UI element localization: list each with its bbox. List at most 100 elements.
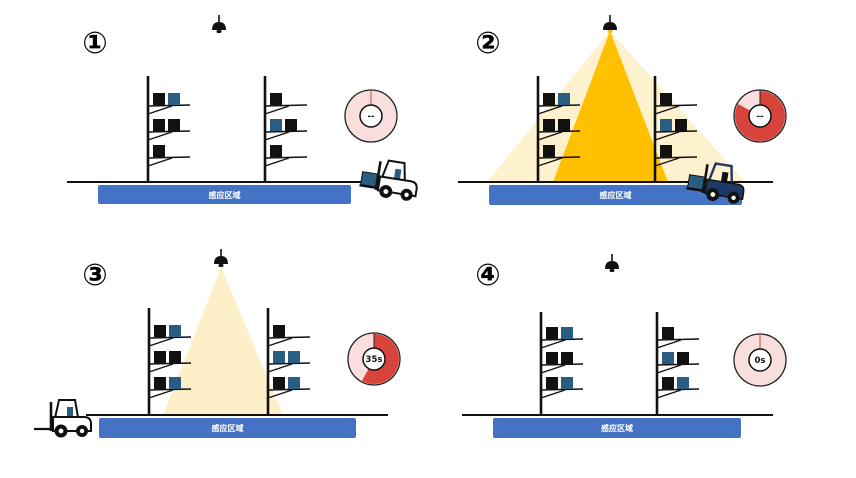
rack-shelf: [264, 104, 308, 107]
cargo-box-icon: [675, 119, 687, 131]
rack-shelf: [148, 388, 192, 391]
lamp-bulb: [609, 269, 615, 272]
rack-shelf: [267, 388, 311, 391]
rack-brace: [264, 105, 290, 115]
cargo-box-icon: [543, 93, 555, 105]
rack-shelf: [148, 336, 192, 339]
ceiling-lamp-icon: [605, 254, 619, 272]
rack-brace: [148, 389, 174, 399]
rack-shelf: [267, 362, 311, 365]
forklift-fork: [359, 184, 377, 190]
forklift-icon: [34, 399, 92, 438]
forklift-mast: [701, 164, 709, 194]
countdown-timer-icon: 35s: [347, 332, 401, 386]
rack-shelf: [537, 156, 581, 159]
cargo-box-icon: [660, 93, 672, 105]
timer-center: [748, 348, 772, 372]
timer-value: --: [367, 112, 375, 122]
sensing-zone-label: 感应区域: [600, 190, 632, 200]
forklift-hub: [58, 428, 64, 434]
rack-shelf: [264, 156, 308, 159]
rack-layer: [146, 76, 308, 182]
rack-shelf: [540, 338, 584, 341]
panel-2: ② 感应区域 --: [458, 15, 787, 205]
rack-brace: [147, 131, 173, 141]
cargo-box-icon: [169, 325, 181, 337]
lamp-bulb: [218, 264, 224, 267]
shelf-rack: [655, 312, 700, 415]
rack-shelf: [537, 104, 581, 107]
shelf-rack: [539, 312, 584, 415]
forklift-fork: [686, 187, 704, 193]
rack-brace: [654, 157, 680, 167]
cargo-box-icon: [546, 352, 558, 364]
forklift-cage: [381, 159, 406, 181]
rack-brace: [147, 157, 173, 167]
rack-brace: [656, 389, 682, 399]
step-number: ④: [475, 258, 500, 293]
rack-brace: [537, 157, 563, 167]
lamp-shade: [603, 22, 617, 30]
sensing-zone-bar: [489, 185, 742, 205]
cargo-box-icon: [687, 174, 706, 191]
sensing-zone-label: 感应区域: [212, 423, 244, 433]
rack-shelf: [540, 388, 584, 391]
cargo-box-icon: [285, 119, 297, 131]
rack-brace: [654, 105, 680, 115]
light-beam-bright: [553, 31, 668, 182]
sensing-zone-label: 感应区域: [209, 190, 241, 200]
cargo-box-icon: [270, 93, 282, 105]
rack-brace: [267, 363, 293, 373]
forklift-cage: [707, 162, 734, 184]
countdown-timer-icon: --: [733, 89, 787, 143]
cargo-box-icon: [153, 119, 165, 131]
rack-brace: [267, 337, 293, 347]
shelf-rack: [146, 76, 191, 182]
cargo-box-icon: [288, 351, 300, 363]
forklift-seat: [393, 168, 402, 180]
panel-3: ③ 感应区域 35s: [34, 249, 401, 438]
shelf-rack: [536, 76, 581, 182]
cargo-box-icon: [660, 145, 672, 157]
rack-shelf: [656, 338, 700, 341]
rack-brace: [148, 337, 174, 347]
forklift-hub: [79, 428, 85, 434]
cargo-box-icon: [543, 145, 555, 157]
shelf-rack: [266, 308, 311, 415]
rack-brace: [148, 363, 174, 373]
ceiling-lamp-icon: [603, 15, 617, 33]
rack-shelf: [147, 130, 191, 133]
shelf-rack: [653, 76, 698, 182]
rack-brace: [264, 131, 290, 141]
rack-shelf: [148, 362, 192, 365]
cargo-box-icon: [168, 119, 180, 131]
cargo-box-icon: [662, 352, 674, 364]
cargo-box-icon: [561, 352, 573, 364]
cargo-box-icon: [154, 377, 166, 389]
lamp-shade: [214, 256, 228, 264]
cargo-box-icon: [270, 145, 282, 157]
step-number: ③: [82, 258, 107, 293]
cargo-box-icon: [677, 377, 689, 389]
rack-shelf: [540, 363, 584, 366]
forklift-seat: [67, 407, 73, 417]
lamp-bulb: [216, 30, 222, 33]
forklift-hub: [404, 192, 409, 197]
sensing-zone-bar: [98, 185, 351, 204]
countdown-timer-icon: 0s: [733, 333, 787, 387]
cargo-box-icon: [273, 351, 285, 363]
rack-shelf: [537, 130, 581, 133]
timer-center: [362, 347, 386, 371]
rack-brace: [656, 364, 682, 374]
rack-brace: [540, 364, 566, 374]
rack-layer: [539, 312, 700, 415]
rack-brace: [147, 105, 173, 115]
rack-shelf: [654, 130, 698, 133]
rack-shelf: [267, 336, 311, 339]
cargo-box-icon: [543, 119, 555, 131]
rack-brace: [540, 339, 566, 349]
rack-brace: [267, 389, 293, 399]
cargo-box-icon: [168, 93, 180, 105]
forklift-hub: [383, 189, 389, 194]
